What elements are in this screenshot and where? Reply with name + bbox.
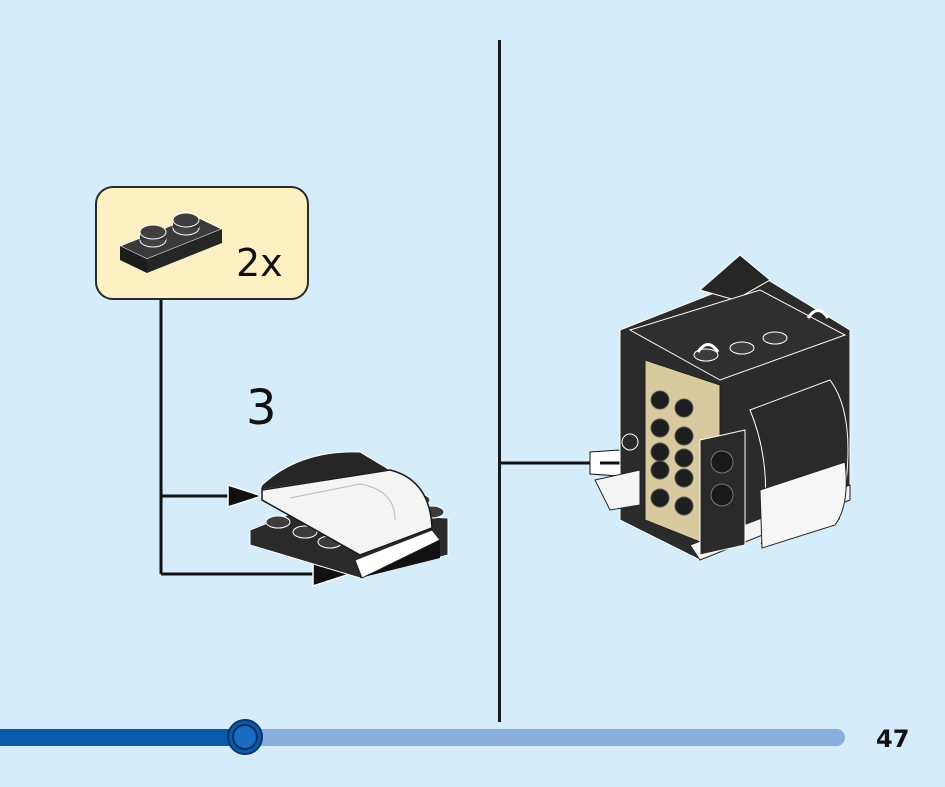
- page-number: 47: [876, 725, 910, 753]
- progress-marker-ring: [232, 724, 258, 750]
- main-model: [594, 254, 851, 561]
- part-quantity: 2x: [236, 241, 283, 285]
- progress-fill: [0, 729, 245, 746]
- callout-arrows: [159, 300, 318, 576]
- sub-assembly-model: [249, 451, 449, 579]
- plate-2x1-icon: [118, 212, 224, 273]
- panel-divider: [498, 40, 501, 722]
- step-number: 3: [246, 380, 277, 436]
- progress-bar: [0, 719, 845, 755]
- arrow-head-upper: [227, 483, 265, 509]
